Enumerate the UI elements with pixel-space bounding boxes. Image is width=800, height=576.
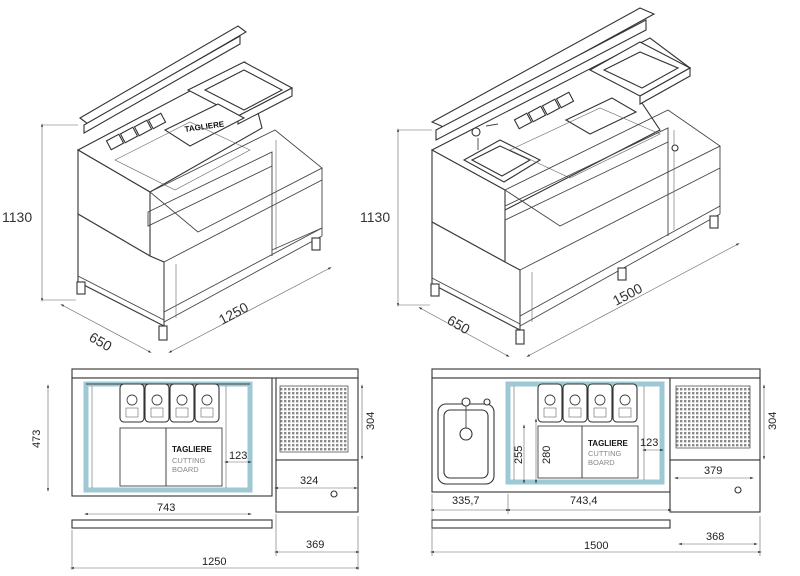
left-height-dim: 1130 [2,209,32,225]
left-isometric-view: TAGLIERE [40,25,332,353]
left-plan-height-dim: 473 [31,430,43,448]
right-plan-pan-depth-1: 255 [513,446,525,464]
right-board-label-1: TAGLIERE [588,439,629,448]
plan-pans-right [537,383,638,423]
right-plan-drawer-width: 379 [704,465,722,477]
right-height-dim: 1130 [360,209,390,225]
left-board-label-3: BOARD [172,465,199,474]
left-board-label-1: TAGLIERE [172,445,213,454]
left-plan-sink-dim: 304 [365,412,377,430]
right-plan-right-module: 368 [706,531,724,543]
gn-pans-right [513,91,575,130]
right-plan-view: TAGLIERE CUTTING BOARD [430,368,766,556]
left-plan-view: TAGLIERE CUTTING BOARD [46,368,364,570]
left-plan-inner-width: 743 [157,502,175,514]
right-board-label-3: BOARD [588,458,615,467]
plan-pans-left [119,383,220,423]
left-width-dim: 1250 [216,299,251,328]
right-isometric-view [396,7,740,357]
right-depth-dim: 650 [445,312,473,338]
gn-pans-left [105,112,167,151]
left-plan-drawer-width: 324 [300,475,318,487]
right-plan-sink-dim: 304 [767,412,779,430]
right-plan-board-width: 123 [640,437,658,449]
right-plan-inner-width: 743,4 [570,495,598,507]
plan-hand-sink [437,397,495,485]
right-width-dim: 1500 [610,280,645,309]
right-plan-total-width: 1500 [584,540,608,552]
right-plan-sink-width: 335,7 [452,495,480,507]
right-plan-pan-depth-2: 280 [541,446,553,464]
left-depth-dim: 650 [87,329,115,355]
hand-sink-iso [462,123,542,183]
right-board-label-2: CUTTING [588,449,621,458]
left-plan-board-width: 123 [229,450,247,462]
left-board-label-2: CUTTING [172,456,205,465]
left-plan-right-module: 369 [306,539,324,551]
left-plan-total-width: 1250 [202,556,226,568]
